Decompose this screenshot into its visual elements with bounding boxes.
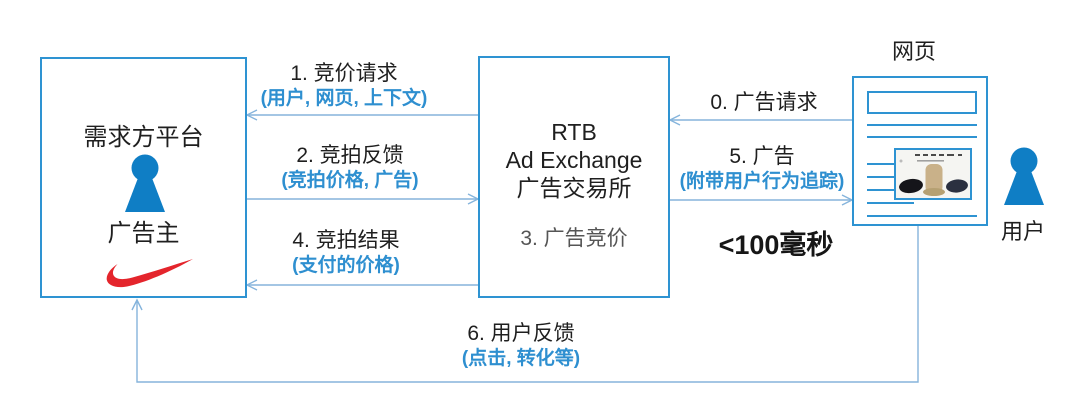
nike-swoosh-icon	[98, 257, 194, 291]
edge-label-5: 5. 广告 (附带用户行为追踪)	[680, 143, 845, 194]
arrowhead-1-icon	[245, 109, 258, 121]
edge-0-title: 0. 广告请求	[710, 91, 818, 114]
exchange-name-line1: RTB	[551, 119, 597, 145]
dsp-box: 需求方平台 广告主	[40, 57, 247, 298]
webpage-text-line	[867, 189, 895, 191]
exchange-name-line2: Ad Exchange	[505, 147, 643, 173]
edge-2-title: 2. 竞拍反馈	[296, 144, 404, 167]
edge-label-2: 2. 竞拍反馈 (竞拍价格, 广告)	[281, 142, 418, 193]
edge-label-0: 0. 广告请求	[710, 89, 817, 116]
dsp-title: 需求方平台	[83, 124, 204, 151]
edge-label-6: 6. 用户反馈 (点击, 转化等)	[462, 320, 580, 371]
webpage-text-line	[867, 163, 895, 165]
edge-1-detail: (用户, 网页, 上下文)	[260, 88, 428, 109]
edge-4-detail: (支付的价格)	[292, 255, 400, 276]
latency-annotation: <100毫秒	[718, 230, 834, 260]
edge-5-title: 5. 广告	[729, 145, 795, 168]
arrowhead-0-icon	[668, 114, 681, 126]
user-label: 用户	[1000, 219, 1046, 244]
edge-6-title: 6. 用户反馈	[467, 322, 575, 345]
edge-6-detail: (点击, 转化等)	[461, 348, 581, 369]
edge-5-detail: (附带用户行为追踪)	[679, 171, 845, 192]
webpage-label: 网页	[891, 39, 937, 64]
webpage-text-line	[867, 124, 977, 126]
webpage-text-line	[867, 136, 977, 138]
sneakers-ad-image	[894, 148, 972, 200]
exchange-step-label: 3. 广告竞价	[520, 227, 628, 250]
dsp-role-label: 广告主	[107, 220, 180, 247]
webpage-header-placeholder	[867, 91, 977, 114]
webpage-text-line	[867, 215, 977, 217]
webpage-text-line	[867, 176, 895, 178]
edge-4-title: 4. 竞拍结果	[292, 229, 400, 252]
exchange-name: RTB Ad Exchange 广告交易所	[480, 118, 668, 202]
arrow-6-user-feedback	[136, 226, 919, 383]
ad-exchange-box: RTB Ad Exchange 广告交易所 3. 广告竞价	[478, 56, 670, 298]
webpage-box	[852, 76, 988, 226]
webpage-text-line	[867, 202, 914, 204]
edge-1-title: 1. 竞价请求	[290, 62, 398, 85]
edge-2-detail: (竞拍价格, 广告)	[281, 170, 419, 191]
exchange-name-line3: 广告交易所	[516, 175, 632, 201]
arrowhead-6-icon	[131, 298, 143, 311]
arrowhead-4-icon	[245, 279, 258, 291]
edge-label-1: 1. 竞价请求 (用户, 网页, 上下文)	[261, 60, 428, 111]
edge-label-4: 4. 竞拍结果 (支付的价格)	[292, 227, 400, 278]
user-person-icon	[1001, 147, 1047, 205]
advertiser-person-icon	[122, 154, 168, 212]
